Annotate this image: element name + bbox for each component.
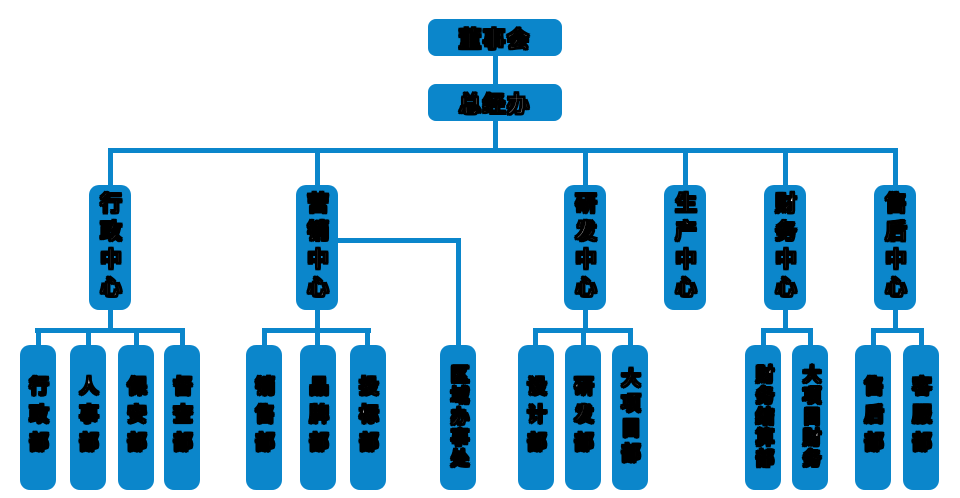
node-major-project-dept: 大项目部: [612, 345, 648, 490]
node-sales-dept: 销售部: [246, 345, 282, 490]
node-security-dept: 保安部: [118, 345, 154, 490]
connector-rd-drop-2: [581, 328, 586, 345]
node-finance-settlement-dept: 财务结算部: [745, 345, 781, 490]
connector-finance-drop-1: [761, 328, 766, 345]
connector-rd-drop-1: [533, 328, 538, 345]
connector-marketing-drop-1: [262, 328, 267, 345]
connector-board-gm: [493, 56, 498, 85]
connector-rd-stem: [583, 310, 588, 333]
node-rd-center: 研发中心: [564, 185, 606, 310]
connector-marketing-stem: [315, 310, 320, 333]
connector-aftersales-stem: [893, 310, 898, 333]
node-admin-center: 行政中心: [89, 185, 131, 310]
node-bidding-dept: 投标部: [350, 345, 386, 490]
node-major-project-finance: 大项目财务: [792, 345, 828, 490]
node-supervision-dept: 督查部: [164, 345, 200, 490]
connector-branch-horizontal: [338, 238, 461, 243]
node-marketing-center: 营销中心: [296, 185, 338, 310]
connector-rd-drop-3: [628, 328, 633, 345]
connector-admin-drop-1: [36, 328, 41, 345]
node-gm-office: 总经办: [428, 84, 562, 121]
node-hr-dept: 人事部: [70, 345, 106, 490]
connector-finance-stem: [783, 310, 788, 333]
connector-main-bar: [108, 148, 898, 153]
node-aftersales-dept: 售后部: [855, 345, 891, 490]
connector-admin-drop-2: [86, 328, 91, 345]
connector-drop-rd: [583, 148, 588, 185]
connector-drop-production: [683, 148, 688, 185]
connector-branch-vertical: [456, 238, 461, 345]
connector-marketing-drop-3: [365, 328, 370, 345]
connector-admin-bar: [35, 328, 185, 333]
node-admin-dept: 行政部: [20, 345, 56, 490]
connector-drop-admin: [108, 148, 113, 185]
connector-admin-drop-3: [134, 328, 139, 345]
node-rd-dept: 研发部: [565, 345, 601, 490]
connector-drop-marketing: [315, 148, 320, 185]
node-regional-office: 区域办事处: [440, 345, 476, 490]
connector-aftersales-drop-2: [919, 328, 924, 345]
connector-gm-mainbar: [493, 121, 498, 151]
connector-admin-stem: [108, 310, 113, 333]
node-brand-dept: 品牌部: [300, 345, 336, 490]
node-aftersales-center: 售后中心: [874, 185, 916, 310]
connector-aftersales-drop-1: [871, 328, 876, 345]
connector-finance-drop-2: [808, 328, 813, 345]
connector-drop-finance: [783, 148, 788, 185]
node-production-center: 生产中心: [664, 185, 706, 310]
node-board-of-directors: 董事会: [428, 19, 562, 56]
connector-finance-bar: [761, 328, 813, 333]
node-customer-service-dept: 客服部: [903, 345, 939, 490]
connector-aftersales-bar: [871, 328, 924, 333]
connector-admin-drop-4: [180, 328, 185, 345]
node-finance-center: 财务中心: [764, 185, 806, 310]
node-design-dept: 设计部: [518, 345, 554, 490]
connector-drop-aftersales: [893, 148, 898, 185]
connector-marketing-drop-2: [315, 328, 320, 345]
